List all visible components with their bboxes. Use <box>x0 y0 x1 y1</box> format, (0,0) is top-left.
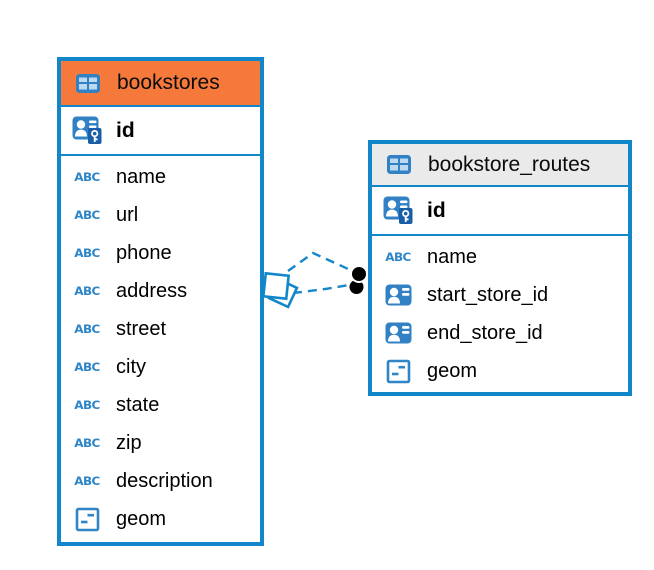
column-name: start_store_id <box>427 283 549 306</box>
column-name: name <box>116 165 167 188</box>
primary-key-icon <box>380 196 416 225</box>
column-name: phone <box>116 241 172 264</box>
column-name: url <box>116 203 139 226</box>
column-name: street <box>116 317 167 340</box>
column-city[interactable]: ABC city <box>61 348 260 386</box>
header-separator <box>61 105 260 107</box>
column-id[interactable]: id <box>372 187 628 234</box>
geometry-icon <box>380 359 416 384</box>
key-separator <box>372 234 628 236</box>
text-icon: ABC <box>74 474 100 488</box>
column-name: id <box>116 118 135 142</box>
column-zip[interactable]: ABC zip <box>61 424 260 462</box>
column-geom[interactable]: geom <box>372 352 628 390</box>
column-url[interactable]: ABC url <box>61 196 260 234</box>
table-icon <box>70 73 106 93</box>
text-icon: ABC <box>385 250 411 264</box>
table-header[interactable]: bookstore_routes <box>372 144 628 185</box>
text-icon: ABC <box>74 284 100 298</box>
column-name: description <box>116 469 213 492</box>
relationship-source-marker[interactable] <box>261 271 299 309</box>
column-description[interactable]: ABC description <box>61 462 260 500</box>
column-name: geom <box>427 359 478 382</box>
primary-key-icon <box>69 116 105 145</box>
header-separator <box>372 185 628 187</box>
reference-icon <box>380 322 416 344</box>
column-name[interactable]: ABC name <box>61 158 260 196</box>
text-icon: ABC <box>74 360 100 374</box>
text-icon: ABC <box>74 398 100 412</box>
column-name: name <box>427 245 478 268</box>
key-separator <box>61 154 260 156</box>
column-name: geom <box>116 507 167 530</box>
column-name: id <box>427 198 446 222</box>
column-address[interactable]: ABC address <box>61 272 260 310</box>
table-icon <box>381 155 417 174</box>
column-name: address <box>116 279 188 302</box>
column-street[interactable]: ABC street <box>61 310 260 348</box>
text-icon: ABC <box>74 322 100 336</box>
column-state[interactable]: ABC state <box>61 386 260 424</box>
column-name[interactable]: ABC name <box>372 238 628 276</box>
table-title: bookstores <box>117 71 220 94</box>
table-title: bookstore_routes <box>428 152 591 176</box>
column-name: zip <box>116 431 142 454</box>
text-icon: ABC <box>74 170 100 184</box>
column-name: city <box>116 355 146 378</box>
column-geom[interactable]: geom <box>61 500 260 538</box>
text-icon: ABC <box>74 436 100 450</box>
column-end_store_id[interactable]: end_store_id <box>372 314 628 352</box>
text-icon: ABC <box>74 208 100 222</box>
table-bookstore-routes[interactable]: bookstore_routes id ABC name start_store_i… <box>368 140 632 396</box>
column-id[interactable]: id <box>61 107 260 154</box>
reference-icon <box>380 284 416 306</box>
relationship-line[interactable] <box>292 282 356 295</box>
table-header[interactable]: bookstores <box>61 61 260 105</box>
text-icon: ABC <box>74 246 100 260</box>
column-name: state <box>116 393 160 416</box>
column-phone[interactable]: ABC phone <box>61 234 260 272</box>
relationship-target-marker[interactable] <box>349 265 368 294</box>
geometry-icon <box>69 507 105 532</box>
column-name: end_store_id <box>427 321 543 344</box>
relationship-line[interactable] <box>287 251 358 275</box>
column-start_store_id[interactable]: start_store_id <box>372 276 628 314</box>
